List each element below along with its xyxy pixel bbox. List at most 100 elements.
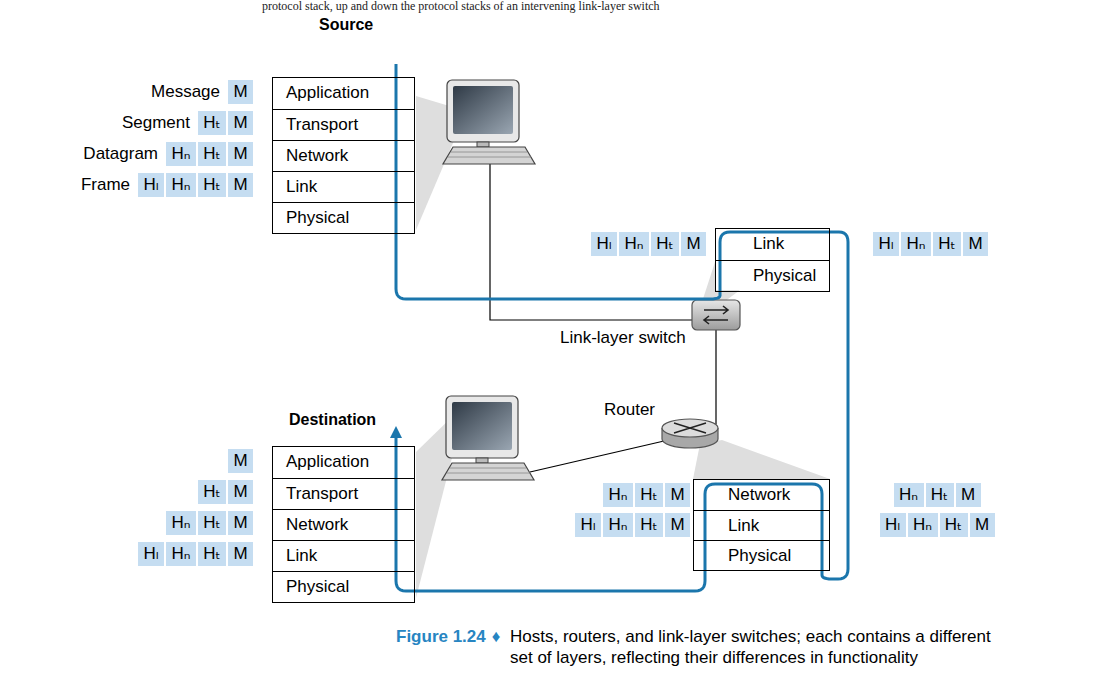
header-name: Hₜ: [203, 480, 220, 504]
running-text: protocol stack, up and down the protocol…: [262, 0, 660, 13]
header-name: Hₜ: [945, 513, 962, 537]
switch-icon: [692, 300, 740, 330]
header-cell: Hₜ: [635, 513, 663, 537]
packet-flow-line: [395, 64, 398, 234]
layer-name: Physical: [753, 261, 816, 291]
zoom-fan: [693, 440, 830, 479]
layer-name: Transport: [286, 110, 358, 140]
header-name: M: [233, 111, 247, 135]
header-cell: M: [228, 80, 253, 104]
layer-box: Link: [273, 171, 414, 202]
keyboard-keys: [447, 468, 530, 473]
header-name: M: [233, 511, 247, 535]
running-text-text: protocol stack, up and down the protocol…: [262, 0, 660, 13]
header-cell: M: [228, 542, 253, 566]
header-cell: Hₙ: [603, 483, 633, 507]
header-name: Hₙ: [171, 511, 190, 535]
header-cell: M: [963, 232, 988, 256]
header-name: Hₜ: [656, 232, 673, 256]
header-name: M: [233, 80, 247, 104]
header-name: Hₙ: [899, 483, 918, 507]
zoom-fans: [416, 96, 830, 598]
header-name: Hₗ: [596, 232, 611, 256]
monitor-screen: [452, 402, 512, 450]
header-name: Hₜ: [640, 483, 657, 507]
layer-box: Transport: [273, 478, 414, 509]
header-cell: Hₗ: [138, 542, 164, 566]
data-unit-name: Segment: [122, 112, 190, 134]
data-unit-name: Datagram: [83, 143, 158, 165]
header-name: Hₜ: [203, 511, 220, 535]
header-name: Hₙ: [608, 513, 627, 537]
network-wire: [715, 330, 716, 424]
header-cell: Hₙ: [166, 173, 196, 197]
header-cell: Hₜ: [635, 483, 663, 507]
monitor-body: [447, 80, 519, 142]
header-cell: M: [956, 483, 981, 507]
header-cell: Hₗ: [575, 513, 601, 537]
header-name: Hₙ: [608, 483, 627, 507]
device-label: Link-layer switch: [560, 327, 686, 349]
header-cell: Hₙ: [166, 142, 196, 166]
header-name: M: [670, 483, 684, 507]
data-unit-name-text: Datagram: [83, 143, 158, 165]
header-name: M: [233, 542, 247, 566]
layer-box: Transport: [273, 109, 414, 140]
header-name: M: [233, 480, 247, 504]
header-name: Hₙ: [624, 232, 643, 256]
packet-flow-connector: [822, 232, 848, 579]
header-name: Hₜ: [203, 542, 220, 566]
stack-heading: Source: [319, 15, 373, 35]
layer-box: Application: [273, 78, 414, 109]
header-name: Hₙ: [171, 142, 190, 166]
header-cell: Hₗ: [138, 173, 164, 197]
header-cell: M: [228, 111, 253, 135]
figure-number: Figure 1.24: [396, 626, 486, 647]
header-cell: M: [665, 513, 690, 537]
layer-box: Physical: [716, 260, 829, 291]
host-computer: [442, 396, 534, 480]
header-name: Hₙ: [171, 173, 190, 197]
layer-box: Physical: [694, 540, 829, 570]
layer-name: Link: [286, 172, 317, 202]
header-cell: Hₙ: [901, 232, 931, 256]
header-cell: Hₜ: [198, 173, 226, 197]
layer-name: Physical: [286, 572, 349, 602]
packet-flow-connector: [396, 435, 705, 591]
header-cell: M: [970, 513, 995, 537]
header-name: Hₜ: [203, 142, 220, 166]
header-cell: M: [228, 142, 253, 166]
figure-number-text: Figure 1.24: [396, 626, 486, 647]
monitor-neck: [477, 142, 489, 147]
data-unit-name-text: Frame: [81, 174, 130, 196]
header-cell: Hₗ: [873, 232, 899, 256]
layer-box: Link: [694, 510, 829, 540]
header-name: M: [968, 232, 982, 256]
header-cell: Hₜ: [198, 480, 226, 504]
layer-box: Physical: [273, 571, 414, 602]
figure-caption: Hosts, routers, and link-layer switches;…: [510, 627, 991, 667]
layer-name: Link: [753, 229, 784, 259]
header-name: Hₙ: [913, 513, 932, 537]
flow-inner-paths: [396, 64, 830, 571]
header-name: M: [233, 449, 247, 473]
flow-edges: [396, 232, 848, 591]
protocol-stack: LinkPhysical: [715, 228, 830, 292]
header-cell: Hₜ: [198, 142, 226, 166]
switch-body: [692, 300, 740, 330]
header-cell: Hₗ: [591, 232, 617, 256]
header-cell: Hₜ: [198, 111, 226, 135]
layer-name: Network: [286, 141, 348, 171]
header-cell: M: [665, 483, 690, 507]
header-cell: M: [681, 232, 706, 256]
data-unit-name-text: Message: [151, 81, 220, 103]
header-name: M: [961, 483, 975, 507]
router-top: [662, 419, 718, 437]
figure-marker-text: ♦: [492, 626, 501, 647]
header-name: Hₗ: [143, 542, 158, 566]
header-name: Hₜ: [931, 483, 948, 507]
router-arrows: [674, 423, 706, 433]
monitor-neck: [476, 458, 488, 463]
